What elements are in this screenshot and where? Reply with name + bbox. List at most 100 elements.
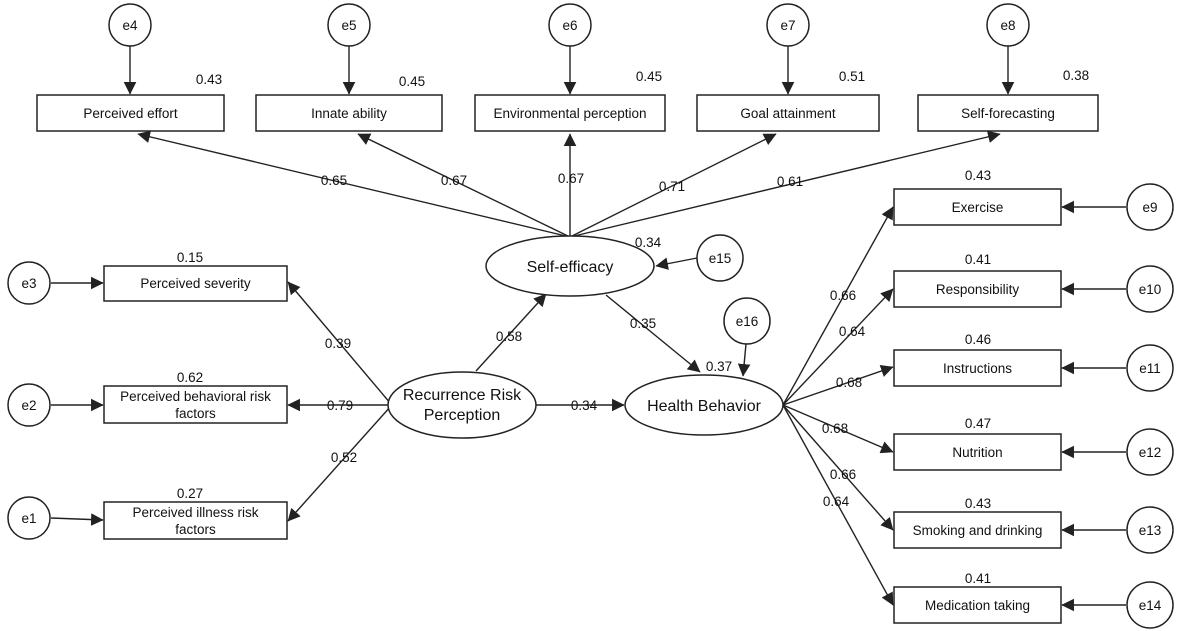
box-environmental-perception (474, 94, 666, 132)
label-goal-attainment: Goal attainment (740, 106, 836, 121)
error-label-e13: e13 (1139, 523, 1162, 538)
label-environmental-perception: Environmental perception (493, 106, 646, 121)
edge-se-innate-ability (357, 133, 571, 238)
label-perceived-illness-1: Perceived illness risk (132, 505, 258, 520)
error-e12 (1126, 428, 1174, 476)
loading-se-env: 0.67 (558, 171, 584, 186)
loading-hb-medication: 0.64 (823, 494, 850, 509)
error-label-e9: e9 (1142, 200, 1157, 215)
box-innate-ability (255, 94, 443, 132)
label-self-forecasting: Self-forecasting (961, 106, 1055, 121)
box-self-forecasting (917, 94, 1099, 132)
edge-rrp-perceived-illness (287, 405, 392, 522)
loading-se-effort: 0.65 (321, 173, 347, 188)
label-medication-taking: Medication taking (925, 598, 1030, 613)
r2-medication-taking: 0.41 (965, 571, 991, 586)
box-perceived-behavioral (103, 385, 288, 424)
path-se-hb: 0.35 (630, 316, 656, 331)
box-goal-attainment (696, 94, 880, 132)
r2-innate-ability: 0.45 (399, 74, 425, 89)
r2-instructions: 0.46 (965, 332, 991, 347)
loading-hb-smoking: 0.66 (830, 467, 856, 482)
label-rrp-2: Perception (424, 407, 501, 424)
edge-se-goal-attainment (569, 133, 777, 238)
box-exercise (893, 188, 1062, 226)
error-label-e5: e5 (341, 18, 356, 33)
edge-e15 (655, 257, 698, 270)
edge-se-self-forecasting (569, 130, 1001, 238)
error-e7 (766, 3, 810, 47)
edge-hb-smoking (782, 404, 894, 531)
label-innate-ability: Innate ability (311, 106, 387, 121)
label-nutrition: Nutrition (952, 445, 1002, 460)
error-label-e4: e4 (122, 18, 138, 33)
r2-health-behavior: 0.37 (706, 359, 732, 374)
edge-rrp-to-se (475, 293, 547, 372)
error-label-e2: e2 (21, 398, 36, 413)
label-perceived-behavioral-1: Perceived behavioral risk (120, 389, 271, 404)
edge-hb-nutrition (782, 404, 894, 454)
error-e8 (986, 3, 1030, 47)
label-responsibility: Responsibility (936, 282, 1020, 297)
edge-e1 (50, 513, 104, 526)
box-instructions (893, 349, 1062, 387)
r2-perceived-effort: 0.43 (196, 72, 222, 87)
path-rrp-hb: 0.34 (571, 398, 598, 413)
error-e11 (1126, 344, 1174, 392)
label-exercise: Exercise (952, 200, 1004, 215)
error-label-e3: e3 (21, 276, 36, 291)
label-rrp-1: Recurrence Risk (403, 387, 522, 404)
error-e10 (1126, 265, 1174, 313)
edge-hb-instructions (782, 364, 894, 406)
loading-hb-exercise: 0.66 (830, 288, 856, 303)
edge-hb-exercise (782, 206, 894, 406)
error-label-e14: e14 (1139, 598, 1162, 613)
latent-self-efficacy (485, 235, 655, 297)
loading-hb-nutrition: 0.68 (822, 421, 848, 436)
error-label-e1: e1 (21, 511, 36, 526)
error-label-e7: e7 (780, 18, 795, 33)
loading-se-forecast: 0.61 (777, 174, 803, 189)
loading-hb-responsibility: 0.64 (839, 324, 866, 339)
error-e2 (7, 383, 51, 427)
error-e14 (1126, 581, 1174, 629)
label-perceived-severity: Perceived severity (140, 276, 251, 291)
r2-exercise: 0.43 (965, 168, 991, 183)
error-e16 (723, 297, 771, 345)
edge-hb-medication (782, 404, 894, 606)
r2-smoking-drinking: 0.43 (965, 496, 991, 511)
error-e13 (1126, 506, 1174, 554)
label-smoking-drinking: Smoking and drinking (913, 523, 1043, 538)
latent-recurrence-risk-perception (387, 371, 537, 439)
label-health-behavior: Health Behavior (647, 398, 762, 415)
label-instructions: Instructions (943, 361, 1012, 376)
label-self-efficacy: Self-efficacy (527, 259, 614, 276)
r2-self-efficacy: 0.34 (635, 235, 662, 250)
error-label-e10: e10 (1139, 282, 1162, 297)
r2-nutrition: 0.47 (965, 416, 991, 431)
r2-perceived-severity: 0.15 (177, 250, 203, 265)
r2-environmental-perception: 0.45 (636, 69, 662, 84)
box-perceived-effort (36, 94, 225, 132)
path-rrp-se: 0.58 (496, 329, 522, 344)
label-perceived-illness-2: factors (175, 522, 216, 537)
error-e3 (7, 261, 51, 305)
edge-se-perceived-effort (137, 130, 571, 238)
box-responsibility (893, 270, 1062, 308)
loading-se-innate: 0.67 (441, 173, 467, 188)
box-medication-taking (893, 586, 1062, 624)
error-e15 (696, 234, 744, 282)
error-label-e11: e11 (1139, 361, 1161, 376)
loading-se-goal: 0.71 (659, 179, 685, 194)
loading-rrp-illness: 0.52 (331, 450, 357, 465)
r2-self-forecasting: 0.38 (1063, 68, 1089, 83)
r2-goal-attainment: 0.51 (839, 69, 865, 84)
r2-perceived-behavioral: 0.62 (177, 370, 203, 385)
error-label-e15: e15 (709, 251, 732, 266)
error-label-e16: e16 (736, 314, 759, 329)
latent-health-behavior (624, 374, 784, 436)
box-smoking-drinking (893, 511, 1062, 549)
loading-hb-instructions: 0.68 (836, 375, 862, 390)
edge-e16 (737, 343, 751, 377)
